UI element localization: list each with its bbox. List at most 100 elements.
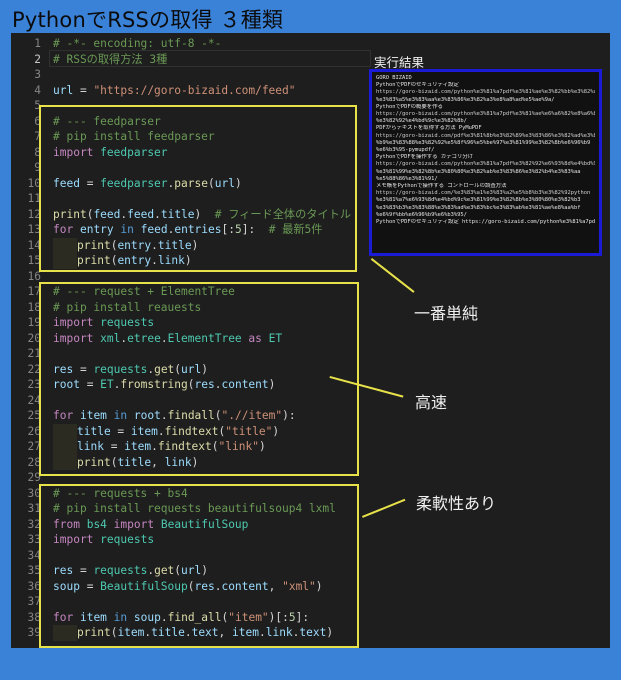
indent-guide	[53, 454, 77, 470]
code-token: .	[160, 409, 168, 422]
code-token: item	[117, 626, 145, 639]
code-text: print(entry.link)	[53, 253, 192, 269]
code-token: )	[191, 455, 199, 469]
code-token: # --- requests + bs4	[53, 486, 188, 500]
code-token: )	[268, 378, 276, 391]
output-line: %e3%82%92%e4%bd%9c%e3%82%8b/	[376, 118, 467, 125]
code-line[interactable]: 5	[11, 98, 371, 114]
code-token: .	[292, 626, 300, 639]
code-token: # pip install feedparser	[53, 130, 215, 143]
code-token: .	[157, 424, 165, 438]
line-number: 16	[27, 269, 41, 283]
code-token: findtext	[157, 440, 212, 453]
code-token: # -*- encoding: utf-8 -*-	[53, 37, 222, 50]
code-token: =	[79, 176, 101, 190]
output-line: %e3%83%a5%e3%83%aa%e3%83%86%e3%82%a3%e8%…	[376, 96, 555, 103]
code-token: .	[214, 378, 222, 391]
code-text: # pip install feedparser	[53, 129, 215, 145]
code-token: root	[53, 378, 80, 391]
code-token: ET	[268, 331, 283, 345]
code-token: # RSSの取得方法 3種	[53, 52, 168, 66]
code-line[interactable]: 24	[11, 393, 371, 409]
line-number: 24	[27, 393, 41, 407]
code-line[interactable]: 3	[11, 67, 371, 83]
code-line[interactable]: 11	[11, 191, 371, 207]
code-line[interactable]: 31# pip install requests beautifulsoup4 …	[11, 501, 371, 517]
code-token: .	[167, 223, 175, 236]
output-line: %b9%e3%83%88%e3%82%92%e5%8f%96%e5%be%97%…	[376, 139, 591, 146]
code-token: # pip install requests beautifulsoup4 lx…	[53, 502, 336, 515]
code-token: link	[77, 440, 104, 453]
output-line: PythonでPDFを操作する カテゴリ分け	[376, 154, 474, 161]
code-token: findall	[167, 409, 215, 422]
code-token: .	[144, 626, 152, 639]
code-line[interactable]: 16	[11, 269, 371, 285]
code-token: )	[184, 254, 192, 267]
code-token: feedparser	[100, 145, 168, 159]
line-number: 3	[34, 68, 41, 81]
code-token: ):	[282, 409, 296, 422]
code-text: for entry in feed.entries[:5]: # 最新5件	[53, 222, 322, 238]
code-token: [:	[221, 223, 235, 236]
code-token: (	[110, 626, 118, 639]
code-token: import	[53, 331, 94, 345]
code-line[interactable]: 9	[11, 160, 371, 176]
output-line: PythonでPDFのセキュリティ設定	[376, 82, 459, 89]
line-number: 30	[27, 486, 41, 500]
code-line[interactable]: 6# --- feedparser	[11, 114, 371, 130]
code-text: from bs4 import BeautifulSoup	[53, 517, 248, 533]
code-line[interactable]: 1# -*- encoding: utf-8 -*-	[11, 36, 371, 52]
code-line[interactable]: 21	[11, 346, 371, 362]
code-token: )	[315, 579, 323, 593]
code-token: # --- feedparser	[53, 114, 161, 128]
code-line[interactable]: 17# --- request + ElementTree	[11, 284, 371, 300]
code-token: in	[113, 409, 128, 422]
code-line[interactable]: 7 # pip install feedparser	[11, 129, 371, 145]
line-number: 39	[27, 626, 41, 639]
code-token: parse	[174, 176, 208, 190]
code-line[interactable]: 37	[11, 594, 371, 610]
code-token: feedparser	[100, 176, 168, 190]
code-token: .	[160, 331, 168, 345]
line-number: 7	[34, 130, 41, 143]
code-text: # --- requests + bs4	[53, 486, 188, 502]
code-line[interactable]: 18# pip install reauests	[11, 300, 371, 316]
code-line[interactable]: 30 # --- requests + bs4	[11, 486, 371, 502]
code-token: print	[77, 455, 111, 469]
code-token: "item"	[228, 610, 269, 624]
code-token: as	[248, 331, 262, 345]
code-token: BeautifulSoup	[160, 517, 249, 531]
output-line: PythonでPDFのセキュリティ設定 https://goro-bizaid.…	[376, 219, 595, 226]
code-token: in	[120, 223, 134, 236]
code-line[interactable]: 29	[11, 470, 371, 486]
code-token: for	[53, 223, 74, 236]
code-line[interactable]: 2# RSSの取得方法 3種	[11, 52, 371, 68]
code-line[interactable]: 34	[11, 548, 371, 564]
code-token: from	[53, 517, 80, 531]
code-token: .	[113, 378, 121, 391]
code-token: link	[265, 626, 293, 639]
line-number: 38	[27, 610, 41, 624]
line-number: 19	[27, 316, 41, 329]
